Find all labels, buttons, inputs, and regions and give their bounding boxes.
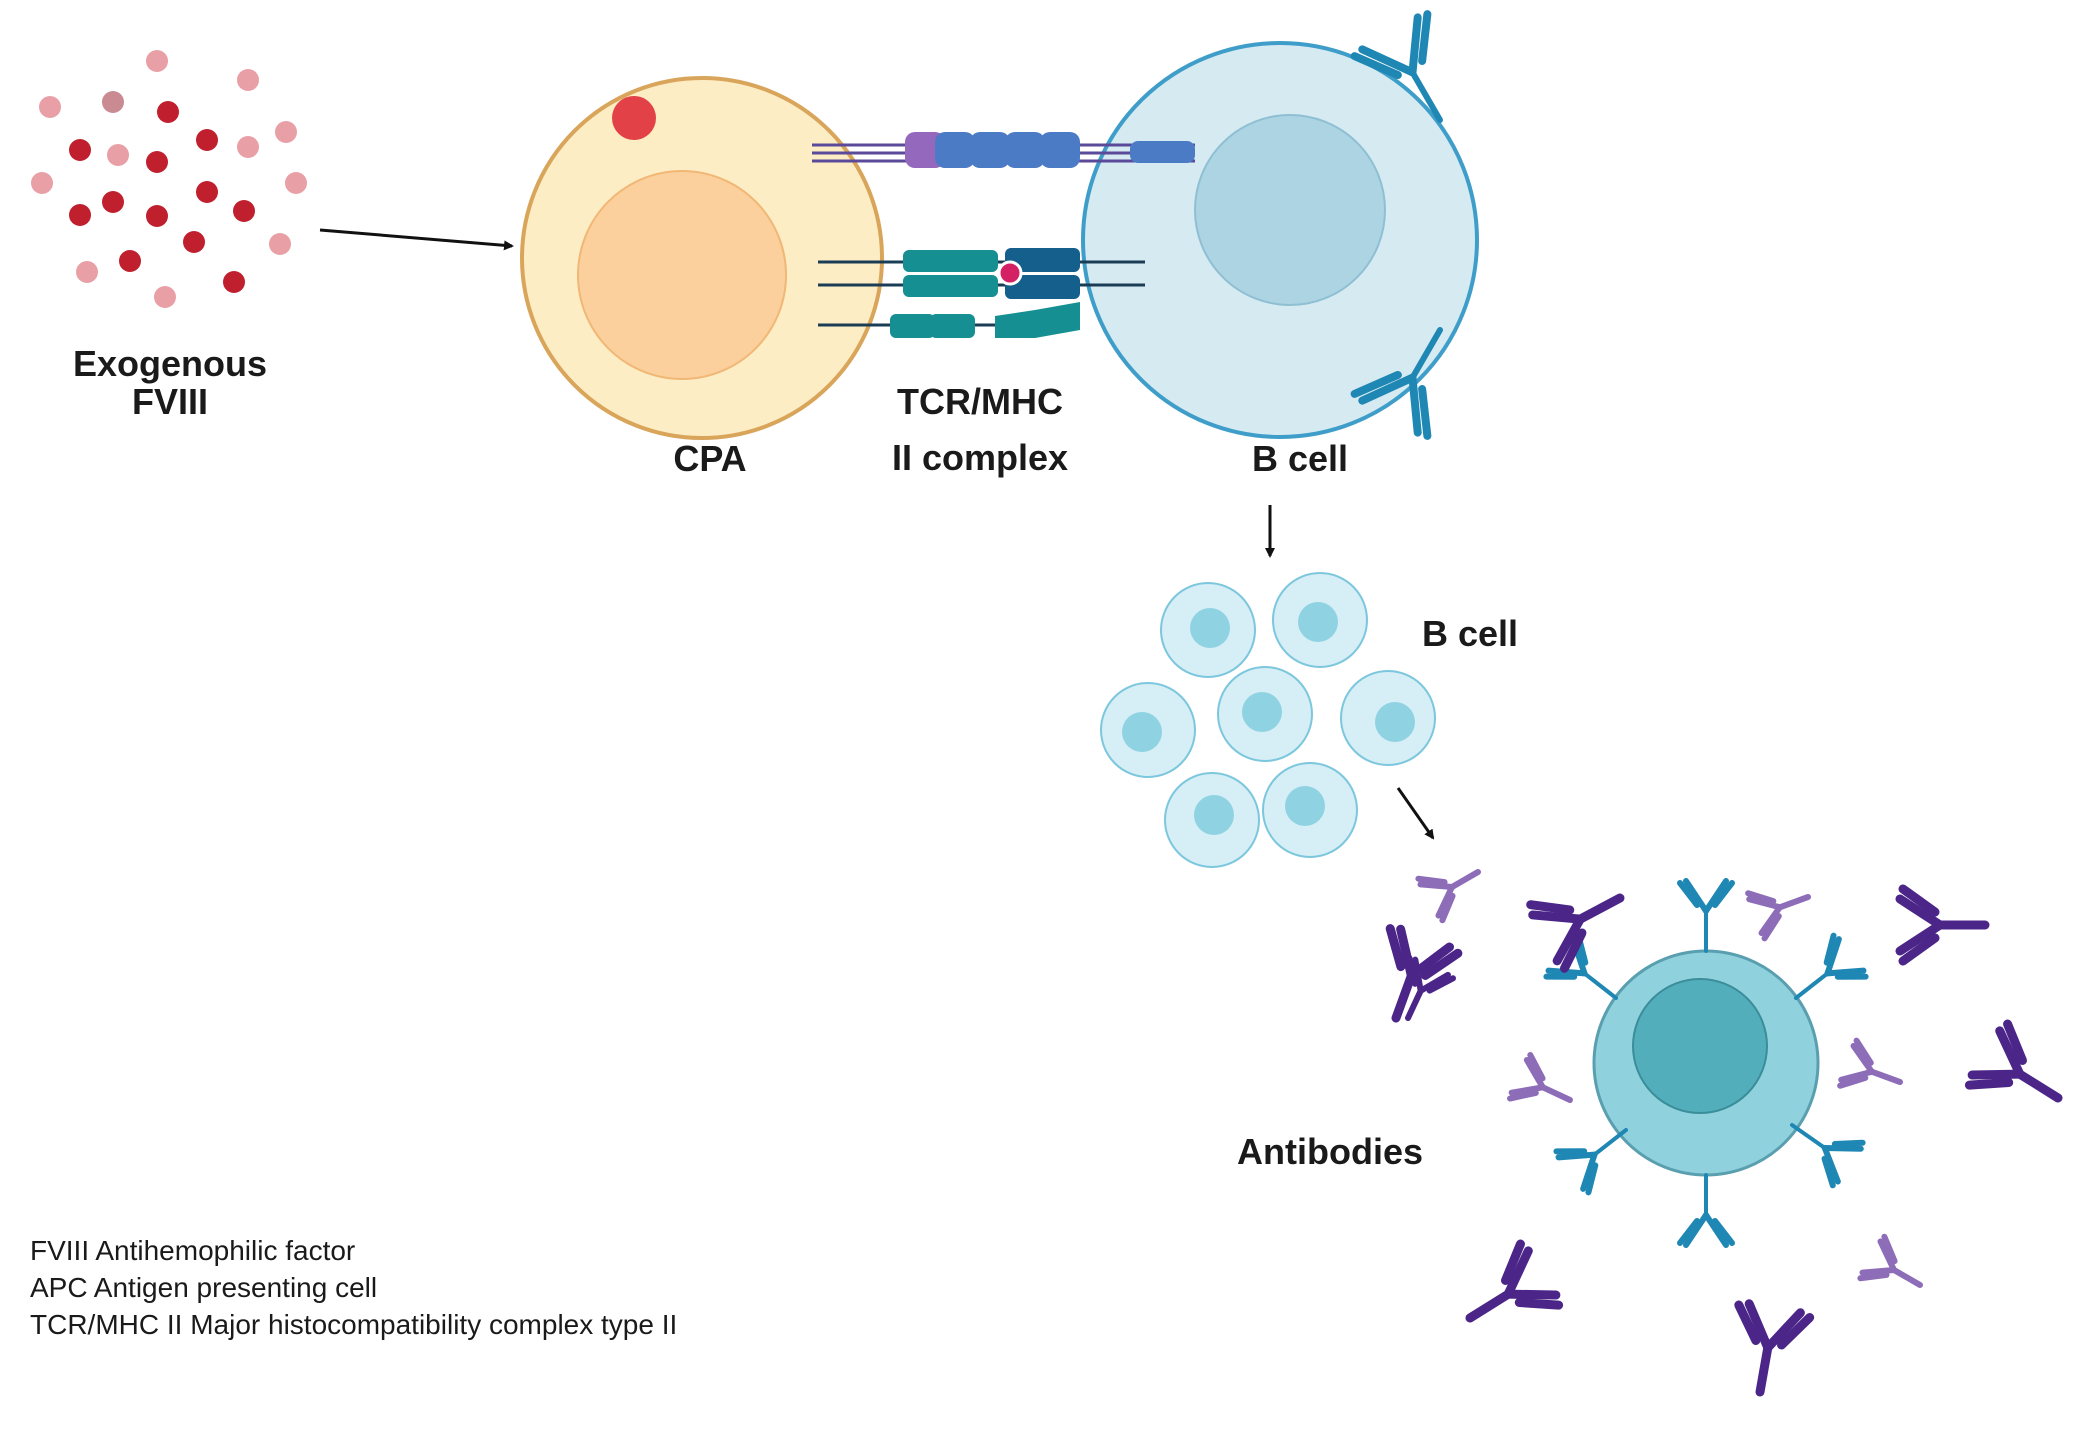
free-antibodies-light: [1415, 869, 1923, 1288]
label-exogenous: Exogenous: [72, 343, 268, 384]
label-b-cell-cluster: B cell: [1421, 613, 1519, 654]
legend-item-apc: APC Antigen presenting cell: [30, 1272, 378, 1303]
free-antibodies-dark: [1385, 884, 2063, 1397]
plasma-cell: [1592, 949, 1820, 1177]
surface-antibodies: [1543, 878, 1869, 1248]
antibody-icon: [1526, 893, 1625, 973]
fviii-particle: [196, 129, 218, 151]
apc-nucleus: [577, 170, 787, 380]
legend-item-tcr-mhc: TCR/MHC II Major histocompatibility comp…: [30, 1309, 678, 1340]
arrow-cluster-to-antibodies: [1396, 787, 1435, 840]
label-antibodies: Antibodies: [1237, 1131, 1423, 1172]
tcr-mhc-complex: [812, 132, 1195, 338]
fviii-particle: [146, 50, 168, 72]
fviii-particles: [31, 50, 307, 308]
antibody-icon: [1507, 1052, 1573, 1103]
fviii-particle: [196, 181, 218, 203]
antibody-icon: [1745, 890, 1811, 942]
antibody-icon: [1734, 1299, 1815, 1397]
apc-granule: [612, 96, 656, 140]
fviii-particle: [31, 172, 53, 194]
b-cell-large: [1081, 41, 1479, 439]
b-cell-small: [1100, 682, 1196, 778]
antibody-icon: [1790, 1123, 1866, 1189]
b-cell-small: [1272, 572, 1368, 668]
antibody-icon: [1465, 1239, 1564, 1323]
apc-cell: [520, 76, 884, 440]
b-cell-small: [1160, 582, 1256, 678]
fviii-particle: [154, 286, 176, 308]
antibody-icon: [1553, 1128, 1628, 1196]
fviii-particle: [275, 121, 297, 143]
plasma-cell-nucleus: [1632, 978, 1768, 1114]
fviii-particle: [157, 101, 179, 123]
fviii-particle: [146, 205, 168, 227]
legend: FVIII Antihemophilic factor APC Antigen …: [30, 1232, 677, 1343]
fviii-particle: [119, 250, 141, 272]
antibody-icon: [1677, 878, 1735, 953]
fviii-particle: [233, 200, 255, 222]
fviii-particle: [107, 144, 129, 166]
b-cell-receptors: [1350, 10, 1443, 440]
free-antibody-small-dark: [1405, 955, 1456, 1021]
fviii-particle: [39, 96, 61, 118]
fviii-particle: [223, 271, 245, 293]
fviii-particle: [69, 139, 91, 161]
label-tcr-line2: II complex: [891, 437, 1069, 478]
label-tcr-line1: TCR/MHC: [897, 381, 1063, 422]
antibody-icon: [1857, 1233, 1923, 1288]
label-b-cell-top: B cell: [1251, 438, 1349, 479]
fviii-particle: [146, 151, 168, 173]
b-cell-small: [1217, 666, 1313, 762]
fviii-particle: [102, 191, 124, 213]
fviii-particle: [269, 233, 291, 255]
label-fviii: FVIII: [131, 381, 208, 422]
antibody-icon: [1677, 1173, 1735, 1248]
antibody-icon: [1405, 955, 1456, 1021]
fviii-particle: [69, 204, 91, 226]
label-exogenous-fviii: Exogenous FVIII: [40, 342, 300, 424]
fviii-particle: [183, 231, 205, 253]
b-cell-small: [1340, 670, 1436, 766]
fviii-particle: [237, 69, 259, 91]
label-tcr-mhc: TCR/MHC II complex: [840, 380, 1120, 480]
peptide-icon: [997, 260, 1023, 286]
b-cell-nucleus: [1194, 114, 1386, 306]
fviii-particle: [285, 172, 307, 194]
antibody-icon: [1895, 884, 1990, 966]
fviii-particle: [102, 91, 124, 113]
b-cell-cluster: [1100, 572, 1436, 868]
legend-item-fviii: FVIII Antihemophilic factor: [30, 1235, 356, 1266]
antibody-icon: [1837, 1037, 1903, 1089]
label-cpa: CPA: [673, 438, 747, 479]
fviii-particle: [237, 136, 259, 158]
b-cell-small: [1164, 772, 1260, 868]
bcr-antibody-icon: [1350, 10, 1443, 123]
b-cell-small: [1262, 762, 1358, 858]
arrow-fviii-to-apc: [319, 228, 514, 251]
antibody-icon: [1415, 869, 1481, 924]
fviii-particle: [76, 261, 98, 283]
antibody-icon: [1964, 1019, 2063, 1103]
antibody-icon: [1794, 932, 1869, 1000]
bcr-antibody-icon: [1350, 327, 1443, 440]
